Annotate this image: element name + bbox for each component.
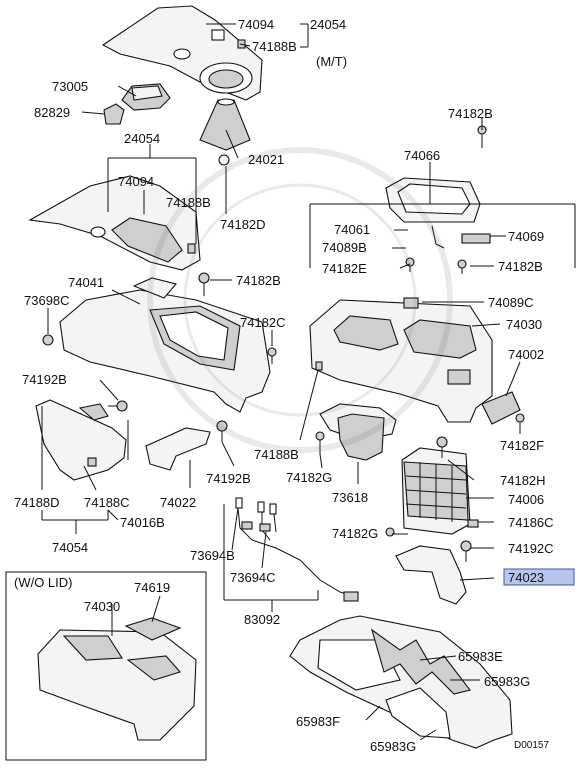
label-74182G-b[interactable]: 74182G [332, 526, 378, 541]
label-74182E[interactable]: 74182E [322, 261, 367, 276]
label-74182B-c[interactable]: 74182B [236, 273, 281, 288]
label-24021[interactable]: 24021 [248, 152, 284, 167]
label-74006[interactable]: 74006 [508, 492, 544, 507]
label-24054-top[interactable]: 24054 [310, 17, 346, 32]
label-mt: (M/T) [316, 54, 347, 69]
label-74066[interactable]: 74066 [404, 148, 440, 163]
label-74188B-low[interactable]: 74188B [254, 447, 299, 462]
label-74188B-mid[interactable]: 74188B [166, 195, 211, 210]
label-74619[interactable]: 74619 [134, 580, 170, 595]
shift-knob-bezel-73005 [121, 83, 171, 111]
label-74041[interactable]: 74041 [68, 275, 104, 290]
label-74186C[interactable]: 74186C [508, 515, 554, 530]
label-65983G-a[interactable]: 65983G [484, 674, 530, 689]
label-73694B[interactable]: 73694B [190, 548, 235, 563]
bracket-74023 [395, 545, 467, 605]
label-73005[interactable]: 73005 [52, 79, 88, 94]
fasteners [42, 125, 525, 562]
label-74016B[interactable]: 74016B [120, 515, 165, 530]
part-labels: 74094 24054 74188B (M/T) 73005 82829 240… [14, 17, 554, 754]
label-83092[interactable]: 83092 [244, 612, 280, 627]
label-74182F[interactable]: 74182F [500, 438, 544, 453]
label-74182G-a[interactable]: 74182G [286, 470, 332, 485]
label-74192B[interactable]: 74192B [22, 372, 67, 387]
upper-cover-24054 [28, 175, 201, 271]
label-65983E[interactable]: 65983E [458, 649, 503, 664]
side-panel-74054 [35, 399, 127, 481]
wo-lid-frame [5, 571, 207, 761]
label-74054[interactable]: 74054 [52, 540, 88, 555]
label-74182C[interactable]: 74182C [240, 315, 286, 330]
label-74061[interactable]: 74061 [334, 222, 370, 237]
wire-harness [235, 497, 359, 602]
label-74188B-top[interactable]: 74188B [252, 39, 297, 54]
rear-console-74030 [309, 299, 493, 423]
trim-panels-65983 [289, 615, 513, 749]
label-73698C[interactable]: 73698C [24, 293, 70, 308]
label-74023[interactable]: 74023 [508, 570, 544, 585]
label-74002[interactable]: 74002 [508, 347, 544, 362]
label-74089B[interactable]: 74089B [322, 240, 367, 255]
insert-74002 [481, 391, 521, 425]
cup-holder-73618 [319, 403, 397, 461]
label-74030-a[interactable]: 74030 [506, 317, 542, 332]
clip-82829 [103, 103, 125, 125]
label-24054-mid[interactable]: 24054 [124, 131, 160, 146]
label-73618[interactable]: 73618 [332, 490, 368, 505]
label-82829[interactable]: 82829 [34, 105, 70, 120]
label-74182B-b[interactable]: 74182B [498, 259, 543, 274]
label-wo-lid: (W/O LID) [14, 575, 73, 590]
label-65983G-b[interactable]: 65983G [370, 739, 416, 754]
label-74188C[interactable]: 74188C [84, 495, 130, 510]
label-74030-b[interactable]: 74030 [84, 599, 120, 614]
upper-cover-mt [101, 5, 263, 101]
label-74094-top[interactable]: 74094 [238, 17, 274, 32]
label-65983F[interactable]: 65983F [296, 714, 340, 729]
label-74192C[interactable]: 74192C [508, 541, 554, 556]
label-73694C[interactable]: 73694C [230, 570, 276, 585]
storage-box-74006 [401, 447, 471, 535]
label-74182B-a[interactable]: 74182B [448, 106, 493, 121]
diagram-id: D00157 [514, 740, 549, 751]
label-74188D[interactable]: 74188D [14, 495, 60, 510]
console-wo-lid [37, 617, 197, 741]
label-74192B-low[interactable]: 74192B [206, 471, 251, 486]
watermark-emblem [147, 147, 453, 453]
label-74069[interactable]: 74069 [508, 229, 544, 244]
console-lid-74066 [385, 177, 491, 249]
label-74182D[interactable]: 74182D [220, 217, 266, 232]
label-74089C[interactable]: 74089C [488, 295, 534, 310]
bracket-74022 [145, 427, 211, 471]
console-body-74041 [59, 277, 271, 413]
label-74182H[interactable]: 74182H [500, 473, 546, 488]
label-74094-mid[interactable]: 74094 [118, 174, 154, 189]
leader-lines [41, 23, 576, 741]
highlight-box-74023 [503, 568, 575, 586]
label-74022[interactable]: 74022 [160, 495, 196, 510]
shift-boot-24021 [199, 98, 251, 166]
